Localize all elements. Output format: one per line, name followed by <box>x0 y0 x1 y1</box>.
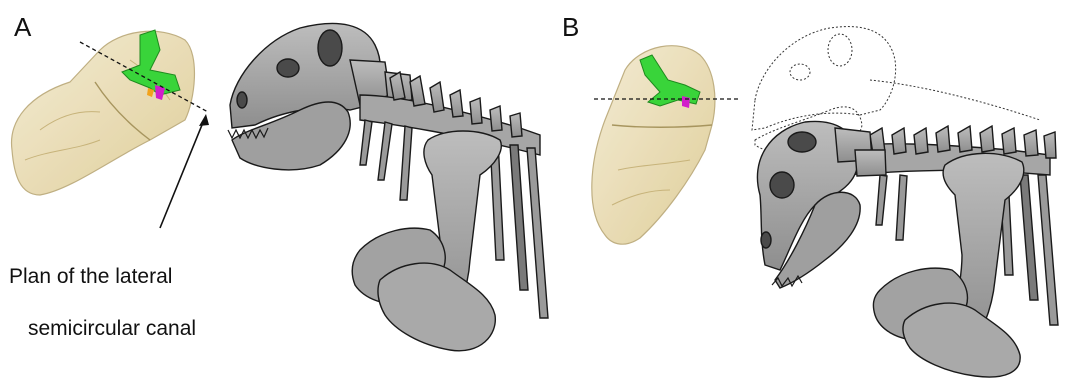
panel-label-b: B <box>562 14 579 40</box>
panel-a-skull-scan <box>12 31 195 195</box>
panel-a-skeleton <box>228 23 548 350</box>
panel-b-skeleton <box>757 121 1058 377</box>
panel-label-a: A <box>14 14 31 40</box>
annotation-line-1: Plan of the lateral <box>9 264 196 290</box>
panel-b-humerus <box>903 303 1020 377</box>
annotation-line-2: semicircular canal <box>9 316 196 342</box>
panel-a-humerus <box>378 263 495 351</box>
annotation-caption: Plan of the lateral semicircular canal <box>9 238 196 368</box>
annotation-arrow <box>160 114 209 228</box>
